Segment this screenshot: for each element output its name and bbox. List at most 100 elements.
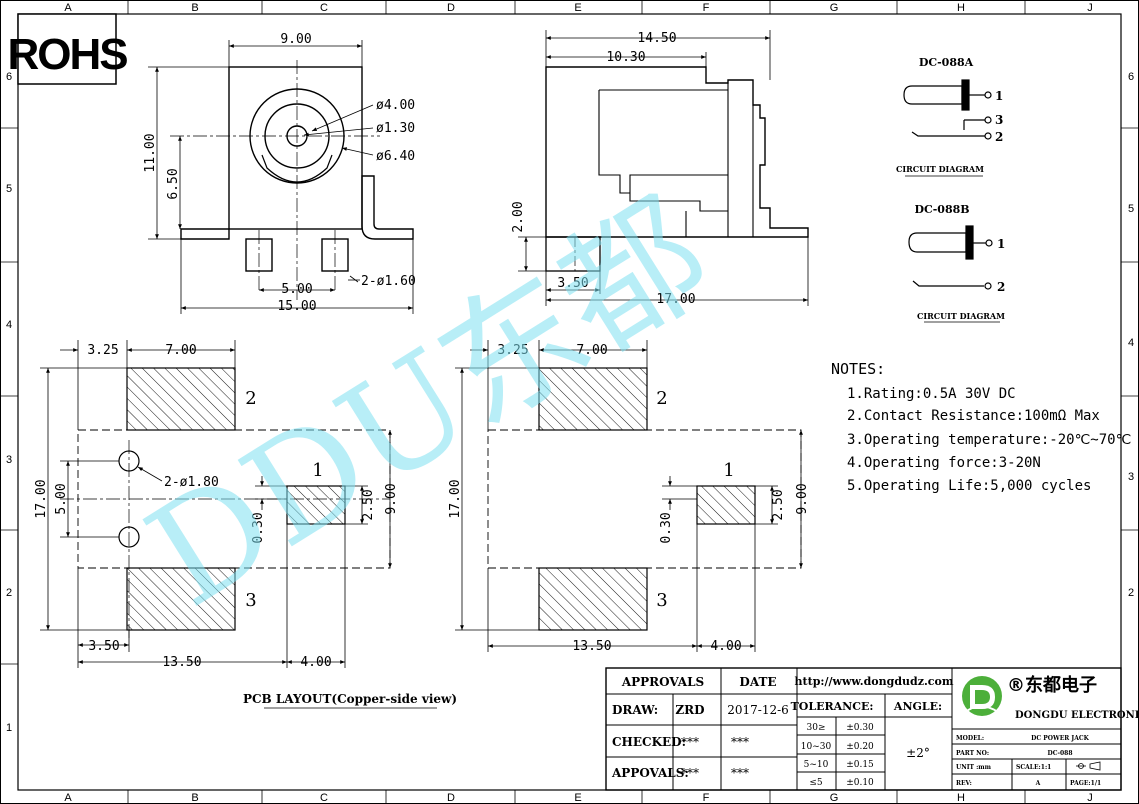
tb-angle-value: ±2° [906,746,930,760]
zone-col-j: J [1087,2,1093,14]
dim-side-body: 10.30 [606,50,645,65]
tb-checked-name: *** [681,735,699,749]
tb-tolerance: TOLERANCE: [791,700,874,713]
pcb-left-dim-250: 2.50 [361,489,376,520]
circuit-a-pin3: 3 [995,113,1003,127]
tb-part-value: DC-088 [1048,750,1073,757]
tb-tol-range-4: ≤5 [809,778,823,788]
note-rating: 1.Rating:0.5A 30V DC [847,386,1016,402]
projection-symbol-icon [1076,761,1101,771]
circuit-diagram-b: DC-088B 1 2 CIRCUIT DIAGRAM [908,203,1005,323]
zone-row-6-right: 6 [1128,71,1134,83]
tb-model-value: DC POWER JACK [1031,735,1089,742]
note-temperature: 3.Operating temperature:-20℃~70℃ [847,432,1131,448]
tb-approvals-header: APPROVALS [621,675,704,689]
pcb-layout-right [455,340,803,652]
pcb-left-dim-400: 4.00 [300,655,331,670]
tb-checked-label: CHECKED: [612,735,686,749]
zone-col-j-bottom: J [1087,792,1093,804]
dim-front-width: 9.00 [280,32,311,47]
circuit-b-pin2: 2 [997,280,1005,294]
tb-tol-value-4: ±0.10 [846,778,874,788]
zone-row-6: 6 [6,71,12,83]
title-block [605,667,1122,791]
pcb-left-pad-2: 2 [245,388,256,409]
tb-company-en: DONGDU ELECTRONICS [1015,710,1139,721]
pcb-right-dim-030: 0.30 [659,512,674,543]
zone-row-4-right: 4 [1128,337,1134,349]
tb-model-label: MODEL: [956,735,984,742]
circuit-a-caption: CIRCUIT DIAGRAM [896,164,984,174]
note-life: 5.Operating Life:5,000 cycles [847,478,1091,494]
notes-title: NOTES: [831,360,885,378]
pcb-left-dim-500: 5.00 [54,483,69,514]
dim-front-total: 15.00 [277,299,316,314]
svg-text:ROHS: ROHS [7,30,127,79]
zone-row-1: 1 [6,722,12,734]
pcb-right-dim-325: 3.25 [497,343,528,358]
front-view-labels: 9.00 11.00 6.50 ø4.00 ø1.30 ø6.40 5.00 1… [143,32,416,314]
notes: NOTES: 1.Rating:0.5A 30V DC 2.Contact Re… [831,360,1131,494]
pcb-left-dim-350: 3.50 [88,639,119,654]
pcb-right-dim-700: 7.00 [576,343,607,358]
pcb-right-pad-2: 2 [656,388,667,409]
tb-draw-name: ZRD [675,703,704,717]
tb-rev-value: A [1035,780,1041,787]
pcb-right-dim-1350: 13.50 [572,639,611,654]
tb-tol-value-2: ±0.20 [846,742,874,752]
pcb-left-pad-1: 1 [312,460,323,481]
circuit-b-caption: CIRCUIT DIAGRAM [917,311,1005,321]
tb-unit-label: UNIT :mm [956,764,992,771]
circuit-a-pin2: 2 [995,130,1003,144]
dim-side-height: 2.00 [511,201,526,232]
zone-col-e-bottom: E [574,792,581,804]
tb-company-cn: ®东都电子 [1007,674,1097,696]
zone-col-b: B [191,2,198,14]
dim-side-length: 14.50 [637,31,676,46]
zone-row-3-right: 3 [1128,471,1134,483]
tb-angle: ANGLE: [893,700,942,713]
side-view-labels: 14.50 10.30 2.00 3.50 17.00 [511,31,696,307]
pcb-left-dim-900: 9.00 [384,483,399,514]
tb-draw-label: DRAW: [612,703,658,717]
pcb-right-dim-1700: 17.00 [448,479,463,518]
zone-col-b-bottom: B [191,792,198,804]
pcb-right-pad-3: 3 [656,590,667,611]
tb-tol-value-1: ±0.30 [846,723,874,733]
circuit-b-pin1: 1 [997,237,1005,251]
tb-url: http://www.dongdudz.com [795,675,954,688]
dim-front-pins: 2-ø1.60 [361,274,416,289]
pcb-left-dim-1350: 13.50 [162,655,201,670]
zone-col-e: E [574,2,581,14]
pcb-left-dim-700: 7.00 [165,343,196,358]
zone-col-f: F [703,2,710,14]
pcb-right-dim-900: 9.00 [795,483,810,514]
pcb-left-pad-3: 3 [245,590,256,611]
zone-row-2: 2 [6,587,12,599]
dim-front-pitch: 5.00 [281,282,312,297]
zone-col-h: H [957,2,965,14]
zone-col-d-bottom: D [447,792,455,804]
note-resistance: 2.Contact Resistance:100mΩ Max [847,408,1100,424]
tb-appovals-label: APPOVALS: [611,766,689,780]
pcb-layout-left [40,340,392,668]
zone-col-h-bottom: H [957,792,965,804]
title-block-text: APPROVALS DATE DRAW: ZRD 2017-12-6 CHECK… [611,674,1139,788]
zone-row-5-right: 5 [1128,203,1134,215]
tb-checked-date: *** [731,735,749,749]
tb-date-header: DATE [739,675,776,689]
dim-diameter-640: ø6.40 [376,149,415,164]
zone-labels: A B C D E F G H J A B C D E F G H J 6 5 … [6,2,1134,804]
tb-rev-label: REV: [956,780,972,787]
tb-tol-range-3: 5~10 [804,760,829,770]
pcb-caption: PCB LAYOUT(Copper-side view) [243,692,457,706]
pcb-right-labels: 3.25 7.00 2 1 3 17.00 0.30 2.50 9.00 13.… [448,343,810,654]
front-view [148,40,414,314]
tb-tol-value-3: ±0.15 [846,760,874,770]
zone-col-a-bottom: A [64,792,72,804]
rohs-stamp: ROHS [7,13,129,85]
pcb-left-dim-holes: 2-ø1.80 [164,475,219,490]
pcb-right-pad-1: 1 [723,460,734,481]
zone-col-c-bottom: C [320,792,328,804]
